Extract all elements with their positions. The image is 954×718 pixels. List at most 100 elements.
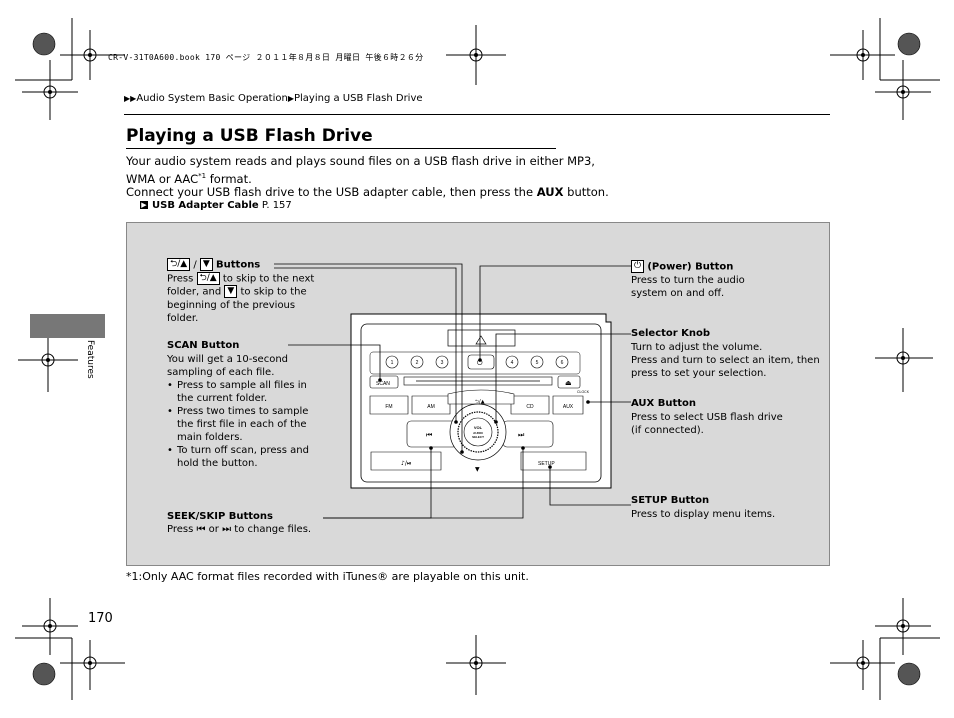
breadcrumb-part-2: Playing a USB Flash Drive: [293, 93, 423, 104]
am-key: AM: [427, 404, 435, 410]
seek-skip-callout: SEEK/SKIP Buttons Press ⏮ or ⏭ to change…: [167, 510, 311, 536]
selector-l3: press to set your selection.: [631, 368, 767, 379]
header-divider: [124, 114, 830, 115]
clock-label: CLOCK: [577, 390, 590, 394]
aux-button-callout: AUX Button Press to select USB flash dri…: [631, 397, 783, 437]
svg-text:⏮: ⏮: [426, 431, 432, 439]
title-underline: [126, 148, 556, 149]
setup-button-callout: SETUP Button Press to display menu items…: [631, 494, 775, 521]
svg-text:⮌/▲: ⮌/▲: [475, 398, 485, 405]
scan-l2: sampling of each file.: [167, 367, 275, 378]
svg-text:⏭: ⏭: [518, 431, 525, 439]
svg-text:▼: ▼: [475, 466, 480, 473]
xref-title[interactable]: USB Adapter Cable: [152, 200, 259, 211]
seek-c: to change files.: [231, 524, 312, 535]
knob-vol-text: VOL: [474, 425, 483, 430]
link-arrow-icon: ▶: [140, 201, 148, 209]
knob-select-text: SELECT: [472, 435, 484, 439]
breadcrumb: ▶▶Audio System Basic Operation▶Playing a…: [124, 93, 423, 104]
setup-title: SETUP Button: [631, 495, 710, 506]
preset-4: 4: [511, 360, 514, 366]
scan-b3a: To turn off scan, press and: [177, 445, 309, 456]
folder-slash: /: [190, 259, 200, 271]
folder-l1a: Press: [167, 273, 197, 284]
intro-line-2-text: WMA or AAC: [126, 171, 199, 186]
preset-6: 6: [561, 360, 564, 366]
scan-l1: You will get a 10-second: [167, 354, 289, 365]
aux-key: AUX: [563, 404, 574, 410]
page-number: 170: [88, 611, 113, 626]
intro-line-3-tail: button.: [563, 185, 609, 199]
scan-b3b: hold the button.: [177, 458, 258, 469]
folder-up-icon: ⮌/▲: [167, 258, 191, 271]
scan-bullet-3: To turn off scan, press and hold the butt…: [167, 444, 309, 470]
preset-5: 5: [536, 360, 539, 366]
power-l1: Press to turn the audio: [631, 274, 745, 286]
folder-down-icon: ▼: [199, 258, 213, 271]
folder-buttons-callout: ⮌/▲ / ▼ Buttons Press ⮌/▲ to skip to the…: [167, 258, 314, 325]
print-info-line: CR-V-31T0A600.book 170 ページ ２０１１年８月８日 月曜日…: [108, 53, 424, 62]
folder-down-icon: ▼: [224, 285, 238, 298]
scan-bullet-1: Press to sample all files in the current …: [167, 379, 309, 405]
knob-audio-text: AUDIO: [473, 431, 483, 435]
svg-text:♪/⏯: ♪/⏯: [401, 460, 412, 467]
selector-l1: Turn to adjust the volume.: [631, 342, 763, 353]
scan-button-callout: SCAN Button You will get a 10-second sam…: [167, 339, 309, 470]
section-tab[interactable]: [30, 314, 105, 338]
preset-3: 3: [441, 360, 444, 366]
scan-b2b: the first file in each of the: [177, 419, 307, 430]
side-label-text: Features: [85, 340, 95, 379]
folder-l2b: to skip to the: [237, 286, 307, 298]
scan-b1a: Press to sample all files in: [177, 380, 307, 391]
selector-l2: Press and turn to select an item, then: [631, 355, 820, 366]
selector-knob-callout: Selector Knob Turn to adjust the volume.…: [631, 327, 820, 380]
skip-back-icon: ⏮: [196, 524, 206, 535]
power-l2: system on and off.: [631, 287, 725, 299]
seek-b: or: [205, 524, 223, 535]
scan-b2a: Press two times to sample: [177, 406, 309, 417]
folder-l4: folder.: [167, 312, 199, 324]
setup-l1: Press to display menu items.: [631, 509, 776, 520]
double-arrow-icon: ▶▶: [124, 94, 137, 103]
folder-buttons-title: Buttons: [216, 259, 261, 271]
scan-key: SCAN: [376, 381, 390, 387]
xref-page[interactable]: P. 157: [261, 200, 292, 211]
power-title: (Power) Button: [647, 261, 734, 273]
cd-key: CD: [526, 404, 534, 410]
seek-a: Press: [167, 524, 197, 535]
preset-1: 1: [391, 360, 394, 366]
scan-b2c: main folders.: [177, 432, 243, 443]
page-title: Playing a USB Flash Drive: [126, 126, 373, 146]
footnote: *1:Only AAC format files recorded with i…: [126, 570, 529, 583]
folder-l1b: to skip to the next: [219, 273, 315, 284]
svg-text:⏏: ⏏: [565, 379, 572, 387]
folder-up-icon: ⮌/▲: [196, 271, 220, 285]
aux-l2: (if connected).: [631, 425, 704, 436]
side-section-label: Features: [83, 340, 97, 400]
intro-line-2: WMA or AAC*1 format.: [126, 169, 252, 187]
fm-key: FM: [385, 404, 392, 410]
power-icon: ⏻: [631, 260, 645, 273]
svg-text:⏻: ⏻: [477, 359, 483, 367]
scan-bullet-2: Press two times to sample the first file …: [167, 405, 309, 444]
arrow-icon: ▶: [287, 94, 294, 103]
breadcrumb-part-1[interactable]: Audio System Basic Operation: [136, 93, 288, 104]
power-button-callout: ⏻ (Power) Button Press to turn the audio…: [631, 260, 745, 300]
footnote-ref[interactable]: *1: [198, 172, 207, 180]
intro-line-1: Your audio system reads and plays sound …: [126, 154, 595, 168]
folder-l3: beginning of the previous: [167, 299, 296, 311]
setup-key: SETUP: [538, 461, 555, 467]
intro-line-3-text: Connect your USB flash drive to the USB …: [126, 185, 537, 199]
intro-line-2-tail: format.: [206, 171, 252, 186]
scan-b1b: the current folder.: [177, 393, 268, 404]
intro-line-3: Connect your USB flash drive to the USB …: [126, 185, 609, 200]
aux-title: AUX Button: [631, 398, 697, 409]
aux-l1: Press to select USB flash drive: [631, 412, 783, 423]
folder-l2a: folder, and: [167, 286, 225, 298]
seek-title: SEEK/SKIP Buttons: [167, 511, 273, 522]
scan-title: SCAN Button: [167, 340, 240, 351]
cross-reference-link[interactable]: ▶ USB Adapter Cable P. 157: [140, 200, 292, 211]
skip-forward-icon: ⏭: [222, 524, 232, 535]
audio-head-unit-illustration: ⏻ 1 2 3 4 5 6 SCAN ⏏ FM AM CD AUX CLOCK …: [274, 263, 631, 519]
